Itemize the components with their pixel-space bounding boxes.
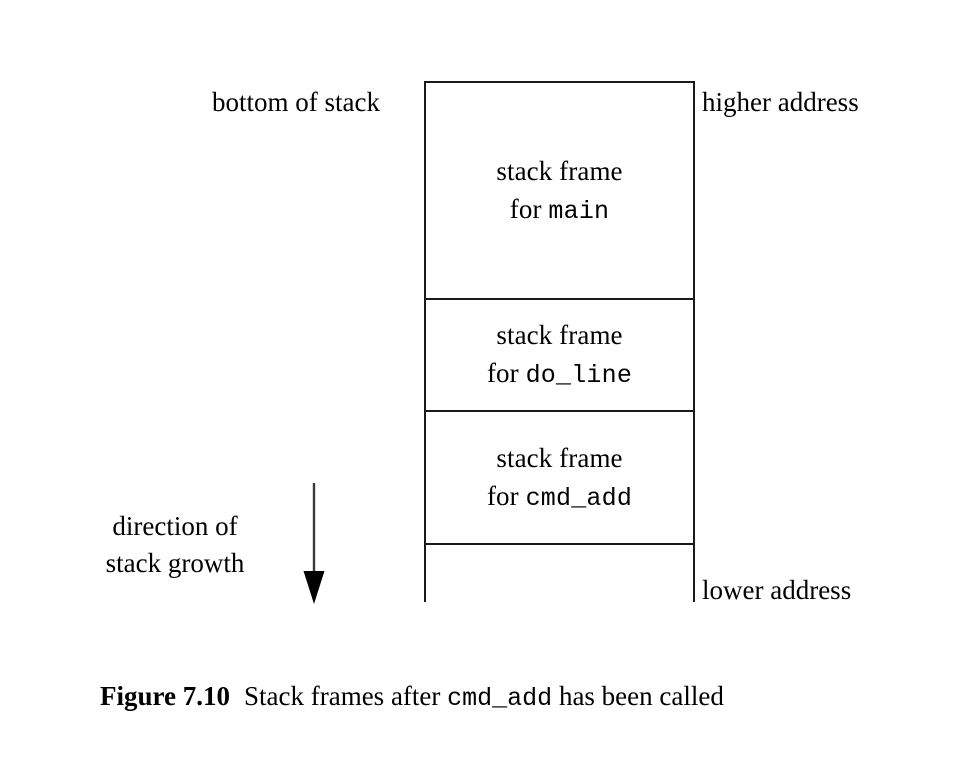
figure-caption: Figure 7.10 Stack frames after cmd_add ha… [100, 679, 900, 716]
stack-frame-cmd-add-line-2: for cmd_add [487, 477, 632, 517]
label-stack-growth: direction of stack growth [80, 508, 270, 583]
stack-frame-do-line-function: do_line [525, 361, 633, 391]
stack-frame-main-for: for [509, 193, 542, 224]
caption-text-before: Stack frames after [244, 681, 441, 711]
stack-frame-main-line-2: for main [510, 190, 609, 230]
stack-frame-do-line-line-1: stack frame [496, 320, 623, 351]
stack-frame-do-line-line-2: for do_line [487, 354, 632, 394]
label-bottom-of-stack: bottom of stack [212, 87, 380, 117]
caption-function-name: cmd_add [447, 684, 553, 713]
stack-frame-main-line-1: stack frame [496, 155, 623, 186]
label-lower-address: lower address [702, 575, 852, 605]
stack-frame-cmd-add: stack frame for cmd_add [426, 410, 693, 543]
figure-number: Figure 7.10 [100, 681, 230, 711]
caption-text-after: has been called [558, 681, 724, 711]
stack-unused-region [426, 543, 693, 604]
stack-frame-cmd-add-line-1: stack frame [496, 442, 623, 473]
stack-growth-line-2: stack growth [105, 548, 245, 579]
stack-frame-do-line: stack frame for do_line [426, 298, 693, 410]
stack-frame-do-line-for: for [486, 358, 519, 389]
stack-growth-arrow-icon [303, 483, 325, 604]
stack-column: stack frame for main stack frame for do_… [424, 81, 695, 602]
stack-frame-main-function: main [548, 196, 610, 226]
stack-frame-main: stack frame for main [426, 83, 693, 298]
stack-frame-cmd-add-function: cmd_add [525, 483, 633, 513]
stack-frame-cmd-add-for: for [486, 480, 519, 511]
label-higher-address: higher address [702, 87, 859, 117]
stack-growth-line-1: direction of [112, 511, 238, 541]
